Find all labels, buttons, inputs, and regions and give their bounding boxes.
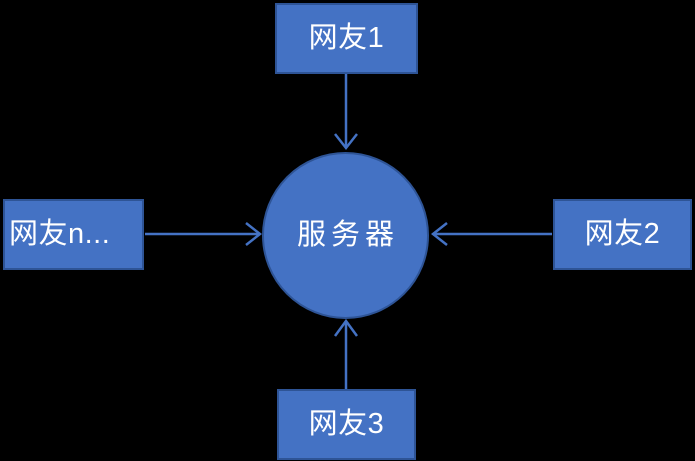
node-user2[interactable]: 网友2 [553, 199, 692, 270]
node-user2-label: 网友2 [584, 218, 661, 250]
node-user1[interactable]: 网友1 [275, 3, 418, 74]
node-usern[interactable]: 网友n... [3, 199, 144, 270]
node-server-label: 服务器 [296, 219, 399, 251]
node-user1-label: 网友1 [308, 22, 385, 54]
connector-user3-to-server [333, 318, 359, 389]
node-user3[interactable]: 网友3 [277, 389, 416, 460]
connector-usern-to-server [145, 222, 263, 246]
connector-user1-to-server [334, 74, 358, 151]
connector-user2-to-server [430, 222, 552, 246]
node-usern-label: 网友n... [9, 218, 111, 250]
node-server[interactable]: 服务器 [262, 152, 429, 319]
node-user3-label: 网友3 [308, 408, 385, 440]
